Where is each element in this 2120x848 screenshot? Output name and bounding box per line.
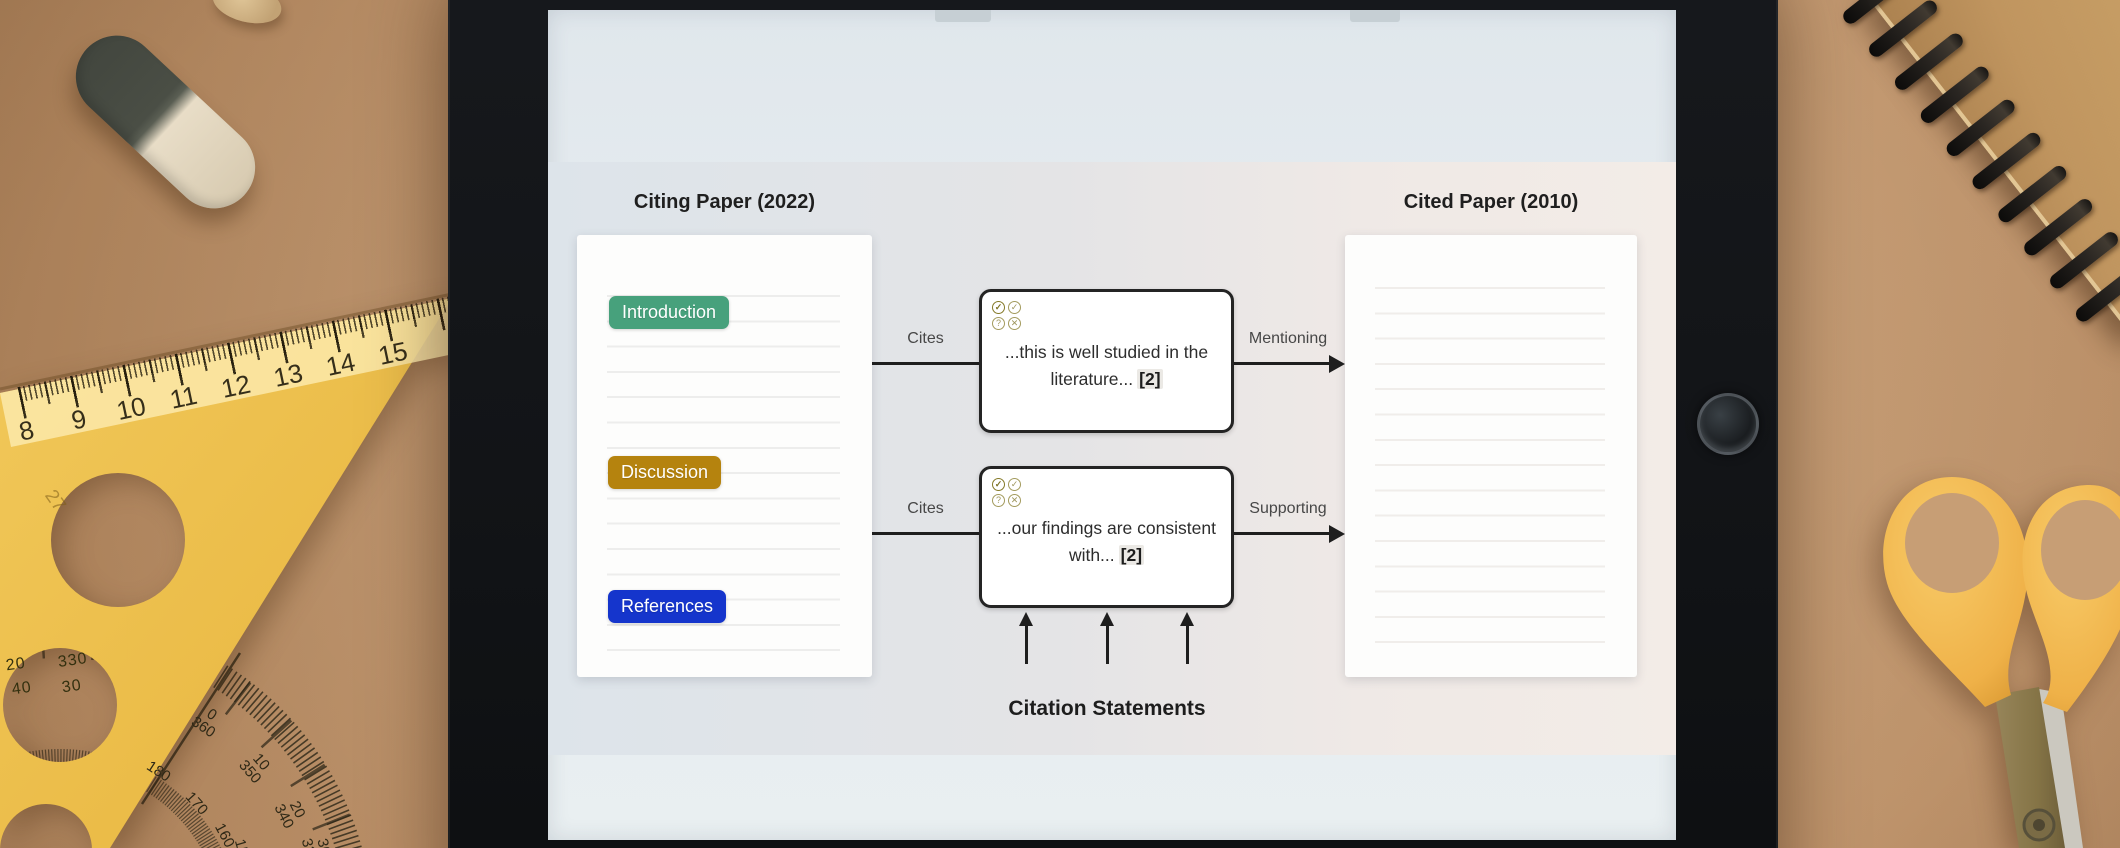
edge-label-supporting: Supporting bbox=[1249, 500, 1327, 517]
spiral-loop bbox=[1943, 96, 2018, 160]
edge-label-cites-2: Cites bbox=[907, 500, 944, 517]
edge-line-mentioning bbox=[1234, 362, 1329, 365]
pebble bbox=[208, 0, 286, 30]
question-icon: ? bbox=[992, 317, 1005, 330]
spiral-loop bbox=[2021, 196, 2096, 259]
cross-icon: ✕ bbox=[1008, 494, 1021, 507]
triangle-label-20: 20 bbox=[4, 654, 27, 675]
statement-icons: ✓ ✓ ? ✕ bbox=[992, 478, 1021, 507]
check-icon: ✓ bbox=[1008, 478, 1021, 491]
spiral-loop bbox=[2047, 229, 2120, 292]
cited-paper-card[interactable] bbox=[1345, 235, 1637, 677]
statement-text: ...our findings are consistent with...[2… bbox=[997, 518, 1216, 565]
edge-line-cites-2 bbox=[872, 532, 979, 535]
spiral-loop bbox=[1969, 129, 2044, 193]
question-icon: ? bbox=[992, 494, 1005, 507]
citation-ref: [2] bbox=[1137, 369, 1163, 389]
paper-text-lines bbox=[1375, 287, 1605, 645]
spiral-notebook bbox=[1840, 0, 2120, 331]
arrow-head-right bbox=[1329, 524, 1345, 543]
citing-paper-title: Citing Paper (2022) bbox=[633, 191, 816, 213]
camera-icon bbox=[1697, 393, 1759, 455]
spiral-loop bbox=[1917, 63, 1992, 126]
check-icon: ✓ bbox=[992, 301, 1005, 314]
cited-paper-title: Cited Paper (2010) bbox=[1403, 191, 1579, 213]
top-tab[interactable] bbox=[1350, 10, 1400, 22]
section-badge-introduction[interactable]: Introduction bbox=[609, 296, 730, 329]
top-tab[interactable] bbox=[935, 10, 991, 22]
protractor bbox=[0, 617, 363, 848]
citation-statements-caption: Citation Statements bbox=[1008, 697, 1206, 720]
triangle-label-40: 40 bbox=[10, 678, 33, 699]
arrow-head-right bbox=[1329, 354, 1345, 373]
check-icon: ✓ bbox=[992, 478, 1005, 491]
edge-line-supporting bbox=[1234, 532, 1329, 535]
spiral-loop bbox=[1995, 162, 2070, 226]
section-badge-discussion[interactable]: Discussion bbox=[608, 456, 722, 489]
triangle-label-30: 30 bbox=[60, 676, 83, 697]
citing-paper-card[interactable]: Introduction Discussion References bbox=[577, 235, 872, 677]
statement-box-1[interactable]: ✓ ✓ ? ✕ ...this is well studied in the l… bbox=[979, 289, 1234, 433]
eraser bbox=[58, 18, 273, 226]
spiral-loop bbox=[1891, 30, 1966, 93]
scissors bbox=[1883, 477, 2120, 848]
section-badge-references[interactable]: References bbox=[608, 590, 727, 623]
statement-icons: ✓ ✓ ? ✕ bbox=[992, 301, 1021, 330]
edge-line-cites-1 bbox=[872, 362, 979, 365]
statement-text: ...this is well studied in the literatur… bbox=[1004, 342, 1209, 389]
statement-box-2[interactable]: ✓ ✓ ? ✕ ...our findings are consistent w… bbox=[979, 466, 1234, 608]
citation-ref: [2] bbox=[1118, 545, 1145, 565]
cross-icon: ✕ bbox=[1008, 317, 1021, 330]
edge-label-mentioning: Mentioning bbox=[1248, 330, 1328, 347]
tablet-screen[interactable]: Citing Paper (2022) Cited Paper (2010) I… bbox=[548, 10, 1676, 840]
edge-label-cites-1: Cites bbox=[907, 330, 944, 347]
triangle-ruler bbox=[0, 250, 480, 848]
tablet: Citing Paper (2022) Cited Paper (2010) I… bbox=[448, 0, 1778, 848]
check-icon: ✓ bbox=[1008, 301, 1021, 314]
